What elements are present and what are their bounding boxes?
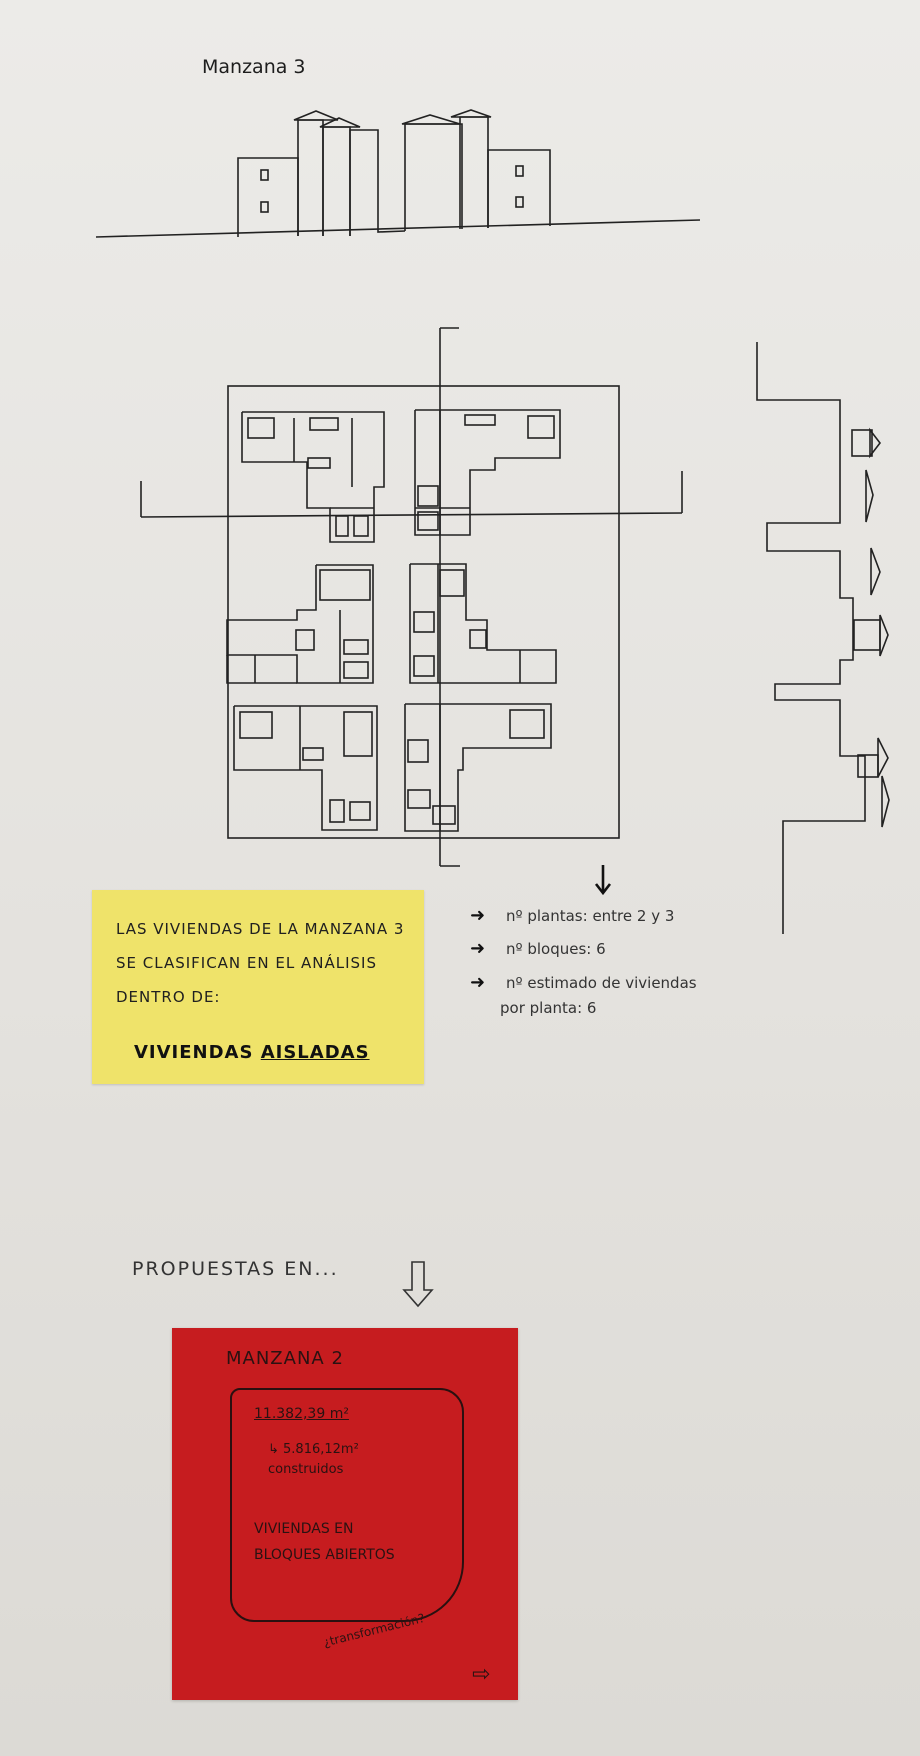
block-bottom-right	[404, 703, 552, 832]
block-middle-left	[226, 564, 374, 684]
page-title: Manzana 3	[202, 56, 306, 78]
side-elevation	[756, 342, 890, 934]
fact-bloques: nº bloques: 6	[506, 940, 606, 958]
fact-viviendas: nº estimado de viviendas	[506, 974, 697, 992]
fact-plantas: nº plantas: entre 2 y 3	[506, 907, 675, 925]
classification-underlined: AISLADAS	[260, 1042, 370, 1063]
block-top-left	[241, 411, 385, 543]
red-sticky-note: MANZANA 2 11.382,39 m² ↳ 5.816,12m² cons…	[172, 1328, 518, 1700]
propuestas-label: PROPUESTAS EN...	[132, 1258, 339, 1280]
red-note-title: MANZANA 2	[226, 1348, 344, 1369]
outline-down-arrow-icon	[402, 1261, 434, 1308]
block-middle-right	[409, 563, 557, 684]
elevation-drawing	[95, 109, 701, 238]
site-plan	[140, 327, 683, 867]
classification-result: VIVIENDAS AISLADAS	[134, 1042, 370, 1063]
classification: VIVIENDAS EN BLOQUES ABIERTOS	[254, 1516, 395, 1568]
fact-viviendas-cont: por planta: 6	[500, 999, 597, 1017]
arrow-right-icon: ➜	[470, 905, 486, 926]
next-arrow-icon: ⇨	[472, 1662, 491, 1687]
built-label: construidos	[268, 1462, 344, 1477]
built-value: ↳ 5.816,12m²	[268, 1442, 359, 1457]
classification-text: LAS VIVIENDAS DE LA MANZANA 3 SE CLASIFI…	[116, 920, 405, 1006]
arrow-right-icon: ➜	[470, 972, 486, 993]
classification-line2: BLOQUES ABIERTOS	[254, 1547, 395, 1563]
down-arrow-icon	[594, 865, 612, 896]
classification-line1: VIVIENDAS EN	[254, 1521, 354, 1537]
block-top-right	[414, 409, 561, 536]
block-bottom-left	[233, 705, 378, 831]
yellow-sticky-note: LAS VIVIENDAS DE LA MANZANA 3 SE CLASIFI…	[92, 890, 424, 1084]
classification-prefix: VIVIENDAS	[134, 1042, 261, 1063]
built-area: ↳ 5.816,12m² construidos	[268, 1440, 359, 1480]
arrow-right-icon: ➜	[470, 938, 486, 959]
red-note-card: 11.382,39 m² ↳ 5.816,12m² construidos VI…	[230, 1388, 464, 1622]
area-value: 11.382,39 m²	[254, 1406, 349, 1422]
